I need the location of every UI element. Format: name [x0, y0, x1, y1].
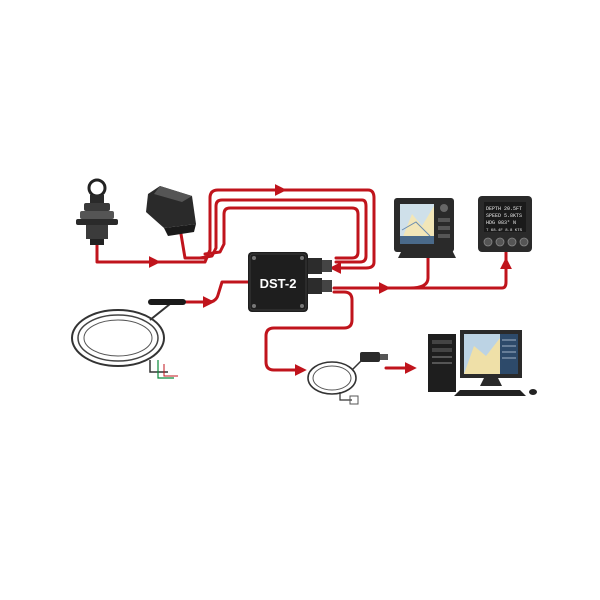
instrument-line-2: SPEED 5.8KTS — [486, 213, 522, 219]
instrument-line-3: HDG 083° N — [486, 220, 516, 226]
pc-keyboard — [454, 390, 526, 396]
cable-network — [95, 184, 512, 376]
usb-adapter — [307, 352, 388, 405]
thru-hull-transducer — [76, 178, 118, 245]
instrument-line-4: T 68.4F 8.8 KTS — [486, 229, 523, 233]
hub-label: DST-2 — [260, 276, 297, 291]
cable-loop-1 — [188, 188, 376, 270]
transom-transducer — [146, 186, 196, 236]
pc-workstation — [428, 330, 537, 396]
cable-loop-2 — [198, 198, 368, 264]
instrument-button-2 — [495, 237, 505, 247]
instrument-button-1 — [483, 237, 493, 247]
pc-mouse — [529, 389, 537, 395]
cable-to-usb — [264, 290, 354, 372]
dst2-hub[interactable]: DST-2 — [248, 252, 332, 312]
instrument-button-3 — [507, 237, 517, 247]
instrument-line-1: DEPTH 20.5FT — [486, 206, 522, 212]
cable-to-chartplotter — [408, 254, 430, 290]
chartplotter-display — [394, 198, 456, 258]
instrument-button-4 — [519, 237, 529, 247]
cable-to-displays — [332, 250, 508, 290]
cable-loop-3 — [203, 206, 360, 260]
cable-paddle-sensor — [178, 226, 207, 260]
cable-transducer — [95, 240, 192, 264]
instrument-display: DEPTH 20.5FT SPEED 5.8KTS HDG 083° N T 6… — [478, 196, 532, 252]
speed-sensor-cable — [71, 299, 186, 379]
